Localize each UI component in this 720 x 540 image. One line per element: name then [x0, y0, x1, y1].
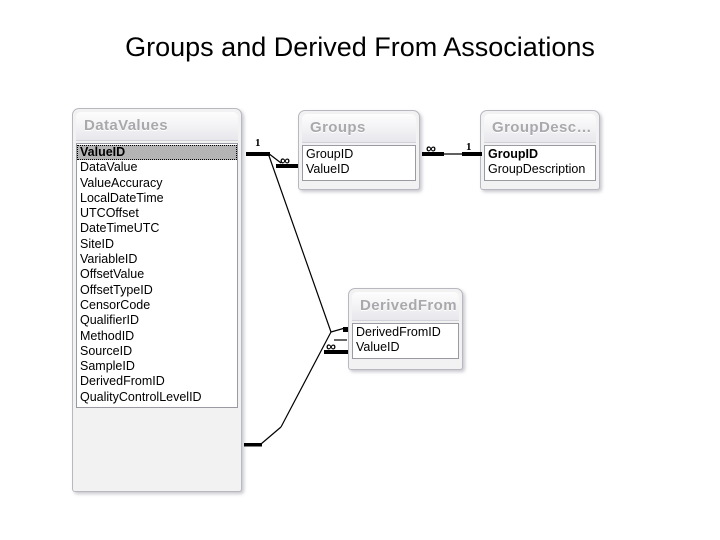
relationship-datavalues-groups — [246, 152, 298, 168]
er-field-list-derivedfrom: DerivedFromID ValueID — [352, 323, 459, 359]
er-field-valueid[interactable]: ValueID — [77, 145, 237, 161]
er-field-localdatetime[interactable]: LocalDateTime — [80, 190, 164, 205]
er-field-derivedfrom-valueid[interactable]: ValueID — [356, 340, 400, 355]
er-field-sampleid[interactable]: SampleID — [80, 359, 135, 374]
er-table-groupdescriptions[interactable]: GroupDesc… GroupID GroupDescription — [480, 110, 600, 190]
er-field-datetimeutc[interactable]: DateTimeUTC — [80, 221, 160, 236]
er-field-datavalue[interactable]: DataValue — [80, 160, 138, 175]
cardinality-many-datavalues-groups: ∞ — [280, 152, 290, 168]
er-field-groups-valueid[interactable]: ValueID — [306, 162, 350, 177]
er-field-groups-groupid[interactable]: GroupID — [306, 147, 354, 161]
er-field-derivedfromid[interactable]: DerivedFromID — [80, 374, 165, 389]
er-field-methodid[interactable]: MethodID — [80, 328, 135, 343]
cardinality-one-datavalues-groups: 1 — [255, 137, 261, 149]
er-field-list-groups: GroupID ValueID — [302, 145, 416, 181]
er-field-qualifierid[interactable]: QualifierID — [80, 313, 140, 328]
relationship-datavalues-derivedfrom — [244, 152, 348, 447]
er-field-censorcode[interactable]: CensorCode — [80, 297, 151, 312]
er-table-title-groupdescriptions: GroupDesc… — [484, 114, 596, 143]
er-field-groupdesc-groupid[interactable]: GroupID — [488, 147, 538, 161]
page-title: Groups and Derived From Associations — [125, 32, 595, 62]
er-field-sourceid[interactable]: SourceID — [80, 343, 133, 358]
cardinality-one-groups-groupdescriptions: 1 — [466, 141, 472, 153]
cardinality-many-groups-groupdescriptions: ∞ — [426, 140, 436, 156]
er-field-siteid[interactable]: SiteID — [80, 236, 115, 251]
er-field-offsettypeid[interactable]: OffsetTypeID — [80, 282, 153, 297]
er-field-list-datavalues: ValueID DataValue ValueAccuracy LocalDat… — [76, 143, 238, 409]
er-table-title-datavalues: DataValues — [76, 112, 238, 141]
er-field-offsetvalue[interactable]: OffsetValue — [80, 267, 145, 282]
er-field-utcoffset[interactable]: UTCOffset — [80, 206, 139, 221]
er-table-derivedfrom[interactable]: DerivedFrom DerivedFromID ValueID — [348, 288, 463, 370]
er-table-groups[interactable]: Groups GroupID ValueID — [298, 110, 420, 190]
er-table-title-derivedfrom: DerivedFrom — [352, 292, 459, 321]
er-field-variableid[interactable]: VariableID — [80, 252, 138, 267]
er-field-list-groupdescriptions: GroupID GroupDescription — [484, 145, 596, 181]
er-field-groupdesc-groupdescription[interactable]: GroupDescription — [488, 162, 586, 177]
er-field-derivedfrom-derivedfromid[interactable]: DerivedFromID — [356, 325, 441, 339]
er-table-datavalues[interactable]: DataValues ValueID DataValue ValueAccura… — [72, 108, 242, 492]
er-table-title-groups: Groups — [302, 114, 416, 143]
er-field-valueaccuracy[interactable]: ValueAccuracy — [80, 175, 163, 190]
er-field-qualitycontrollevelid[interactable]: QualityControlLevelID — [80, 389, 202, 404]
cardinality-many-datavalues-derivedfrom: ∞ — [326, 338, 336, 354]
